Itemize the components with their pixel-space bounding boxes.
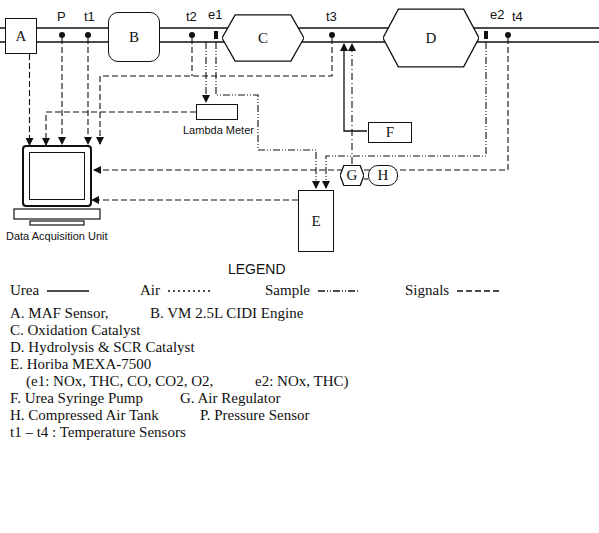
node-letter: E [311, 214, 320, 229]
legend-line-sample [455, 286, 501, 296]
urea-line [344, 44, 367, 131]
legend-line-sample [316, 286, 362, 296]
syringe-pump: F [368, 122, 412, 143]
oxidation-catalyst: C [222, 14, 304, 62]
connector-line [46, 112, 196, 145]
lambda-meter: Lambda Meter [196, 104, 238, 120]
node-letter: C [258, 31, 268, 46]
device-caption: Data Acquisition Unit [6, 231, 108, 242]
node-letter: H [378, 168, 389, 183]
key-entry: A. MAF Sensor, [10, 305, 109, 322]
node-letter: D [426, 31, 437, 46]
maf-sensor-box: A [5, 18, 37, 54]
key-entry: (e1: NOx, THC, CO, CO2, O2, [26, 373, 213, 390]
legend-item: Signals [405, 282, 501, 299]
air-regulator: G [340, 165, 364, 186]
data-acquisition-unit: Data Acquisition Unit [22, 145, 92, 207]
key-entry: D. Hydrolysis & SCR Catalyst [10, 339, 195, 356]
legend-text: Air [140, 282, 160, 299]
legend-line-sample [45, 286, 91, 296]
sensor-tag: e1 [208, 8, 222, 22]
node-letter: A [16, 29, 27, 44]
key-entry: B. VM 2.5L CIDI Engine [150, 305, 303, 322]
node-letter: G [347, 168, 358, 183]
scr-catalyst: D [383, 8, 479, 68]
sensor-tag: P [57, 10, 66, 24]
sensor-tag: t1 [84, 10, 95, 24]
key-entry: t1 – t4 : Temperature Sensors [10, 424, 186, 441]
legend-text: Urea [10, 282, 39, 299]
key-entry: P. Pressure Sensor [200, 407, 310, 424]
sensor-tag: t4 [512, 10, 523, 24]
legend-heading: LEGEND [228, 262, 286, 277]
legend-item: Urea [10, 282, 91, 299]
node-letter: F [386, 125, 394, 140]
key-entry: G. Air Regulator [180, 390, 280, 407]
key-entry: H. Compressed Air Tank [10, 407, 159, 424]
node-letter: B [129, 30, 139, 45]
analyzer-box: E [298, 190, 334, 252]
key-entry: e2: NOx, THC) [255, 373, 348, 390]
key-entry: F. Urea Syringe Pump [10, 390, 143, 407]
connector-line [29, 54, 30, 145]
device-caption: Lambda Meter [183, 125, 254, 136]
connector-line [92, 199, 298, 200]
key-entry: C. Oxidation Catalyst [10, 322, 140, 339]
legend-item: Air [140, 282, 212, 299]
sensor-tag: t2 [186, 10, 197, 24]
legend-text: Sample [265, 282, 310, 299]
engine-box: B [108, 12, 160, 62]
legend-item: Sample [265, 282, 362, 299]
legend-line-sample [166, 286, 212, 296]
legend-text: Signals [405, 282, 449, 299]
sensor-tag: e2 [490, 8, 504, 22]
sensor-tag: t3 [326, 10, 337, 24]
key-entry: E. Horiba MEXA-7500 [10, 356, 151, 373]
air-tank: H [368, 165, 398, 186]
computer-base [14, 209, 100, 225]
air-line [351, 44, 352, 164]
